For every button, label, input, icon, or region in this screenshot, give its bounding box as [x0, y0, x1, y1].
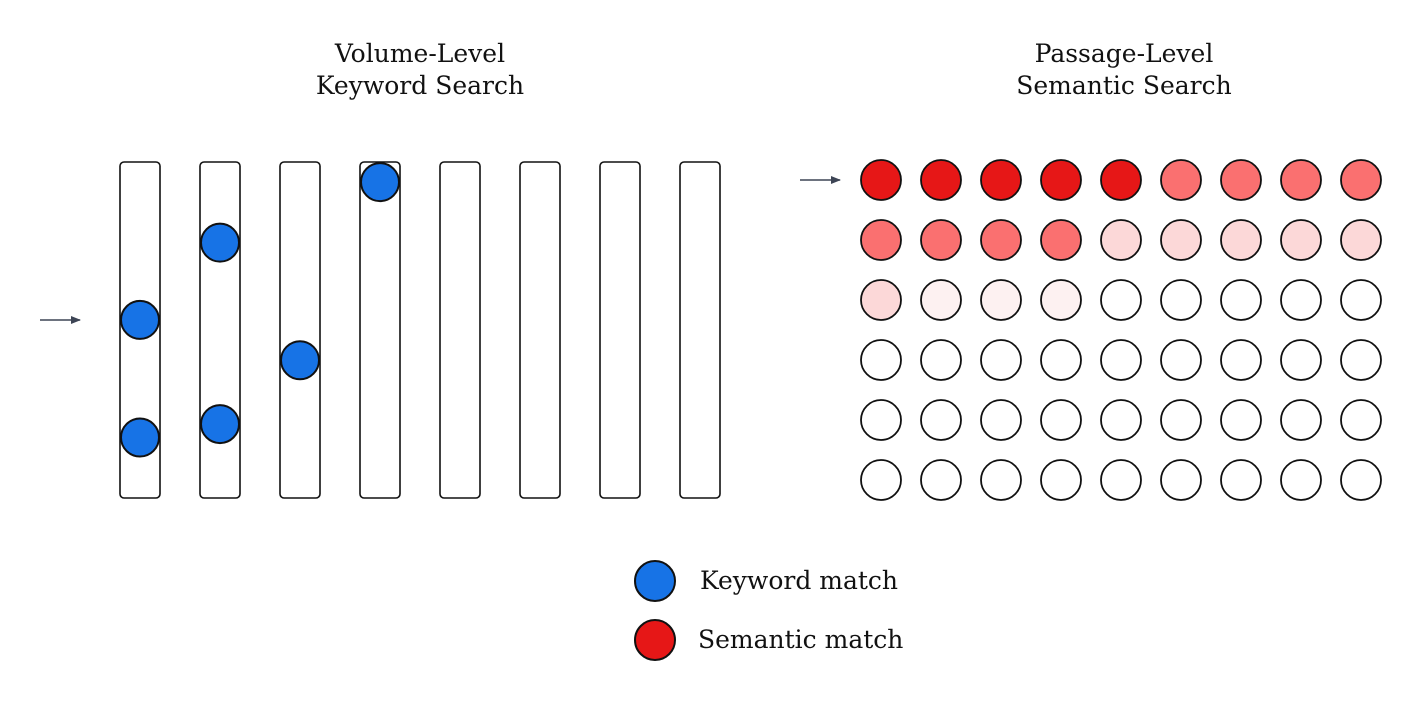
passage-1-4 — [1040, 159, 1082, 201]
passage-3-9 — [1340, 279, 1382, 321]
passage-3-3 — [980, 279, 1022, 321]
passage-3-4 — [1040, 279, 1082, 321]
passage-6-5 — [1100, 459, 1142, 501]
passage-3-5 — [1100, 279, 1142, 321]
volume-6 — [519, 161, 561, 499]
passage-2-7 — [1220, 219, 1262, 261]
legend-semantic-label: Semantic match — [698, 625, 904, 654]
passage-5-6 — [1160, 399, 1202, 441]
passage-6-7 — [1220, 459, 1262, 501]
passage-4-6 — [1160, 339, 1202, 381]
passage-3-7 — [1220, 279, 1262, 321]
passage-2-2 — [920, 219, 962, 261]
passage-4-2 — [920, 339, 962, 381]
passage-5-5 — [1100, 399, 1142, 441]
passage-6-9 — [1340, 459, 1382, 501]
keyword-hit-3 — [200, 222, 240, 263]
passage-2-4 — [1040, 219, 1082, 261]
passage-1-7 — [1220, 159, 1262, 201]
volume-3 — [279, 161, 321, 499]
passage-3-6 — [1160, 279, 1202, 321]
legend-keyword-swatch — [634, 560, 676, 602]
passage-5-2 — [920, 399, 962, 441]
passage-3-8 — [1280, 279, 1322, 321]
volume-2 — [199, 161, 241, 499]
semantic-search-title-line-1: Passage-Level — [1034, 39, 1214, 68]
keyword-hit-4 — [200, 404, 240, 445]
volume-4 — [359, 161, 401, 499]
passage-1-6 — [1160, 159, 1202, 201]
passage-grid-group — [860, 159, 1382, 501]
keyword-search-title: Volume-Level Keyword Search — [270, 38, 570, 102]
passage-6-4 — [1040, 459, 1082, 501]
passage-2-3 — [980, 219, 1022, 261]
passage-5-4 — [1040, 399, 1082, 441]
passage-1-5 — [1100, 159, 1142, 201]
passage-4-8 — [1280, 339, 1322, 381]
semantic-search-title: Passage-Level Semantic Search — [974, 38, 1274, 102]
keyword-hit-1 — [120, 299, 160, 340]
passage-2-5 — [1100, 219, 1142, 261]
volume-8 — [679, 161, 721, 499]
passage-6-1 — [860, 459, 902, 501]
passage-5-9 — [1340, 399, 1382, 441]
passage-4-9 — [1340, 339, 1382, 381]
keyword-hits-group — [120, 162, 400, 458]
passage-5-8 — [1280, 399, 1322, 441]
volumes-group — [119, 161, 721, 499]
keyword-hit-6 — [360, 162, 400, 203]
keyword-hit-2 — [120, 417, 160, 458]
volume-5 — [439, 161, 481, 499]
passage-1-9 — [1340, 159, 1382, 201]
keyword-search-title-line-2: Keyword Search — [315, 71, 525, 100]
passage-2-9 — [1340, 219, 1382, 261]
passage-5-1 — [860, 399, 902, 441]
passage-5-3 — [980, 399, 1022, 441]
passage-3-2 — [920, 279, 962, 321]
volume-7 — [599, 161, 641, 499]
passage-4-4 — [1040, 339, 1082, 381]
passage-3-1 — [860, 279, 902, 321]
passage-1-8 — [1280, 159, 1322, 201]
passage-6-8 — [1280, 459, 1322, 501]
passage-1-1 — [860, 159, 902, 201]
passage-4-3 — [980, 339, 1022, 381]
legend-semantic-swatch — [634, 619, 676, 661]
passage-5-7 — [1220, 399, 1262, 441]
passage-4-5 — [1100, 339, 1142, 381]
passage-4-7 — [1220, 339, 1262, 381]
passage-6-2 — [920, 459, 962, 501]
passage-2-8 — [1280, 219, 1322, 261]
passage-2-6 — [1160, 219, 1202, 261]
passage-2-1 — [860, 219, 902, 261]
keyword-search-title-line-1: Volume-Level — [334, 39, 506, 68]
semantic-search-title-line-2: Semantic Search — [1016, 71, 1232, 100]
passage-6-3 — [980, 459, 1022, 501]
keyword-hit-5 — [280, 340, 320, 381]
passage-6-6 — [1160, 459, 1202, 501]
passage-1-3 — [980, 159, 1022, 201]
passage-1-2 — [920, 159, 962, 201]
legend-keyword-label: Keyword match — [700, 566, 899, 595]
passage-4-1 — [860, 339, 902, 381]
